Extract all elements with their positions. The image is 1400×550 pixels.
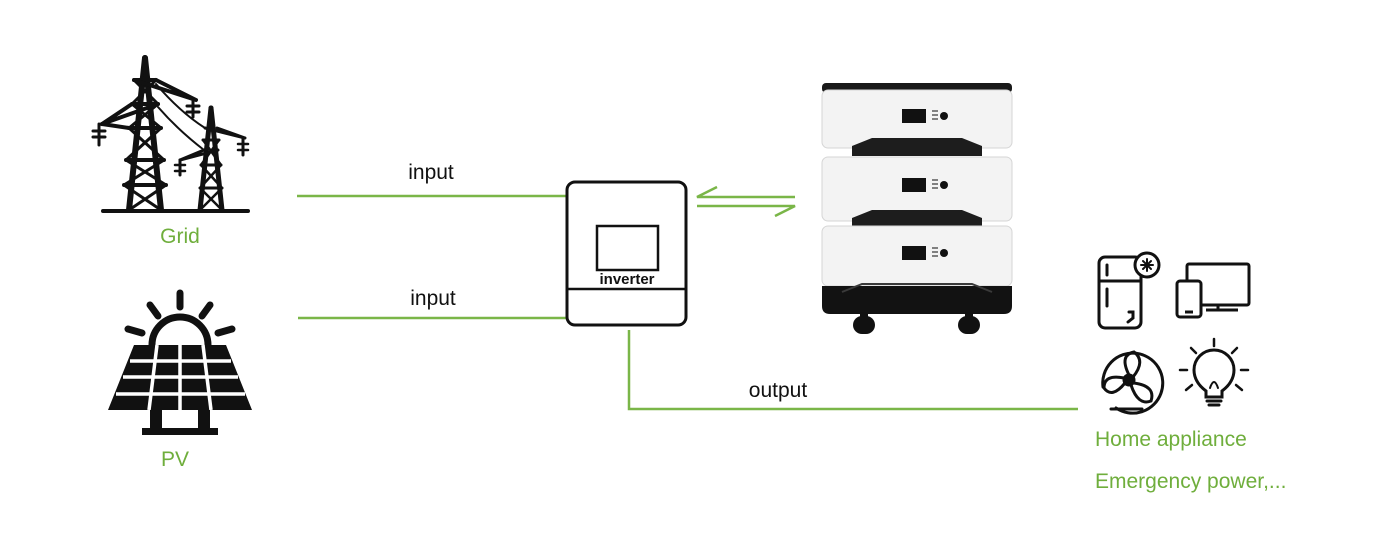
output-label: output: [749, 379, 808, 402]
pv-label: PV: [161, 448, 189, 471]
grid-label: Grid: [160, 225, 200, 248]
pv-input-label: input: [410, 287, 456, 310]
battery-stack-icon: [821, 83, 1013, 334]
loads-label-line1: Home appliance: [1095, 428, 1247, 451]
inverter-box: [565, 180, 688, 327]
fan-icon: [1101, 350, 1165, 415]
devices-icon: [1175, 262, 1251, 319]
output-line: [627, 330, 1078, 411]
grid-input-label: input: [408, 161, 454, 184]
inverter-label: inverter: [599, 271, 654, 288]
power-tower-icon: [91, 55, 250, 213]
light-bulb-icon: [1178, 337, 1250, 407]
solar-panel-icon: [108, 289, 252, 435]
fridge-icon: [1097, 251, 1161, 330]
loads-label-line2: Emergency power,...: [1095, 470, 1286, 493]
connection-lines: [297, 194, 1078, 411]
inverter-screen: [595, 224, 660, 272]
bidirectional-arrow-icon: [696, 185, 796, 218]
